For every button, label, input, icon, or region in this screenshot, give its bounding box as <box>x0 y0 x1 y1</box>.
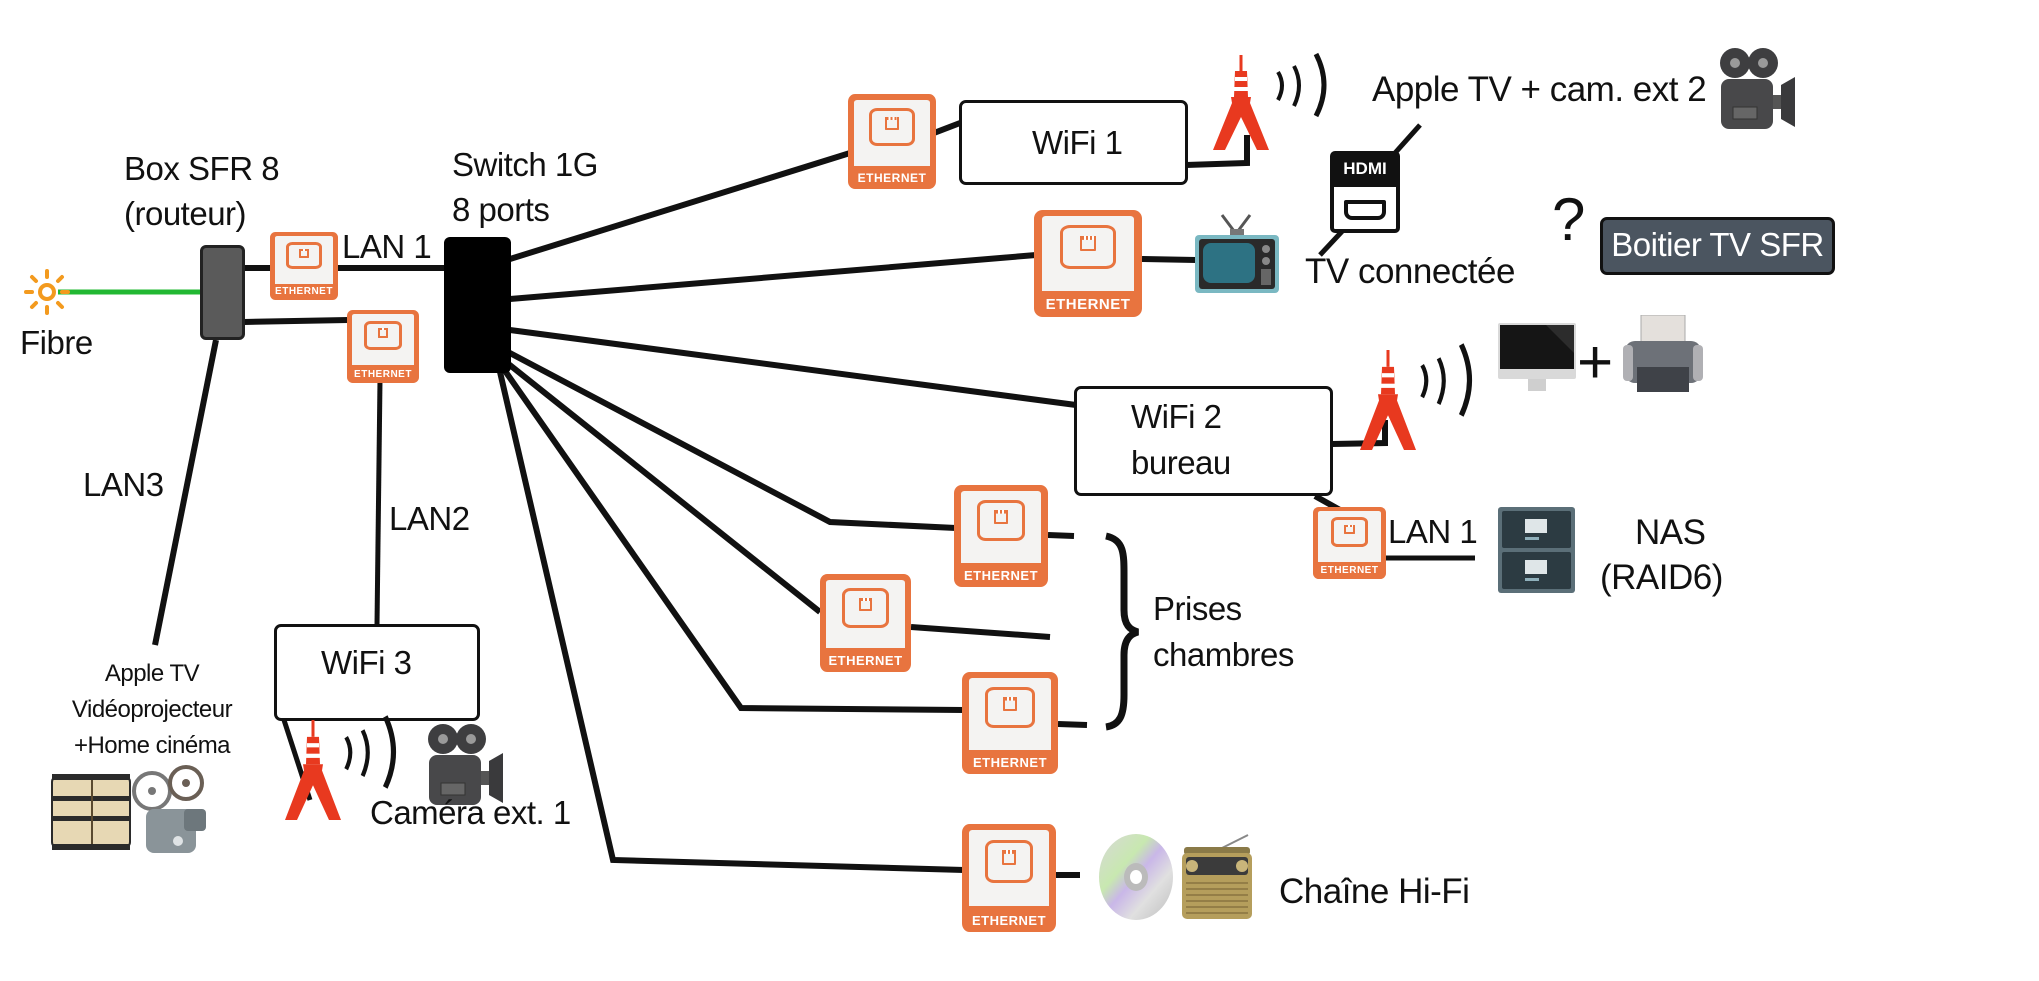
ethernet-socket-nas[interactable]: ETHERNET <box>1313 507 1386 579</box>
ethernet-label: ETHERNET <box>972 754 1048 770</box>
cable-switch-room3 <box>500 366 965 713</box>
radio-tower-icon <box>285 720 341 820</box>
film-projector-icon <box>130 765 212 855</box>
switch-label-line2: 8 ports <box>452 191 550 228</box>
router-device[interactable] <box>200 245 245 340</box>
wifi2-label-line2: bureau <box>1131 444 1231 481</box>
plus-sign: + <box>1577 328 1613 397</box>
ethernet-socket-lan1[interactable]: ETHERNET <box>270 232 338 300</box>
camera1-label: Caméra ext. 1 <box>370 794 571 831</box>
home-cinema-line3: +Home cinéma <box>73 732 231 759</box>
wifi1-access-point[interactable]: WiFi 1 <box>959 100 1188 185</box>
wifi1-label: WiFi 1 <box>1032 124 1123 161</box>
cable-eth-wifi1 <box>932 120 962 136</box>
radio-icon <box>1180 833 1254 921</box>
lan2-link-label: LAN2 <box>389 500 470 537</box>
router-label-line1: Box SFR 8 <box>124 150 280 187</box>
ethernet-label: ETHERNET <box>354 369 412 381</box>
cable-hdmi-appletv <box>1393 123 1422 155</box>
rooms-label-line1: Prises <box>1153 590 1242 627</box>
movie-camera-icon <box>1715 45 1797 133</box>
ethernet-label: ETHERNET <box>275 286 333 298</box>
ethernet-label: ETHERNET <box>1045 295 1131 313</box>
ethernet-label: ETHERNET <box>963 567 1039 583</box>
cable-switch-room1 <box>506 349 957 531</box>
radio-tower-icon <box>1360 350 1416 450</box>
wifi-signal-icon <box>1272 50 1342 120</box>
cd-disc-icon <box>1098 833 1174 921</box>
radio-tower-icon <box>1213 55 1269 150</box>
nas-label-line1: NAS <box>1635 513 1706 552</box>
ethernet-socket-hifi[interactable]: ETHERNET <box>962 824 1056 932</box>
nas-cabinet-icon[interactable] <box>1498 507 1575 593</box>
rooms-brace <box>1104 532 1140 731</box>
switch-label-line1: Switch 1G <box>452 146 598 183</box>
movie-camera-icon <box>423 720 505 810</box>
desktop-computer-icon <box>1498 323 1576 393</box>
film-reel-icon <box>50 770 132 852</box>
sun-icon <box>24 269 70 315</box>
wifi3-label: WiFi 3 <box>321 644 412 681</box>
home-cinema-line1: Apple TV <box>104 660 200 687</box>
lan1-link-label: LAN 1 <box>342 228 432 265</box>
wifi-signal-icon <box>340 712 412 792</box>
ethernet-socket-room2[interactable]: ETHERNET <box>820 574 911 672</box>
ethernet-label: ETHERNET <box>971 912 1047 928</box>
cable-lan3 <box>152 339 219 646</box>
hdmi-port-icon: HDMI <box>1330 151 1400 233</box>
cable-wifi2-tower <box>1331 420 1388 447</box>
cable-room2-out <box>910 624 1051 640</box>
ethernet-label: ETHERNET <box>828 653 903 669</box>
fibre-label: Fibre <box>20 324 93 361</box>
router-label-line2: (routeur) <box>124 195 247 232</box>
question-mark: ? <box>1552 186 1585 253</box>
ethernet-socket-tv[interactable]: ETHERNET <box>1034 210 1142 317</box>
hifi-label: Chaîne Hi-Fi <box>1279 872 1470 911</box>
wifi3-access-point[interactable]: WiFi 3 <box>274 624 480 721</box>
ethernet-socket-wifi1[interactable]: ETHERNET <box>848 94 936 189</box>
tv-label: TV connectée <box>1305 252 1515 291</box>
wifi2-label-line1: WiFi 2 <box>1131 398 1222 435</box>
wifi-signal-icon <box>1416 340 1488 420</box>
hdmi-label: HDMI <box>1334 155 1396 187</box>
printer-icon <box>1623 314 1703 392</box>
apple-tv-cam2-label: Apple TV + cam. ext 2 <box>1372 70 1707 109</box>
tv-box-label: Boitier TV SFR <box>1611 226 1824 263</box>
cable-room1-out <box>1047 532 1075 539</box>
ethernet-label: ETHERNET <box>1320 565 1379 577</box>
cable-wifi1-tower <box>1185 135 1250 168</box>
cable-switch-hifi <box>497 371 965 873</box>
ethernet-label: ETHERNET <box>857 171 927 186</box>
ethernet-socket-room1[interactable]: ETHERNET <box>954 485 1048 587</box>
switch-device[interactable] <box>444 237 511 373</box>
cable-eth-tv <box>1141 256 1197 263</box>
wifi2-access-point[interactable]: WiFi 2 bureau <box>1074 386 1333 496</box>
tv-box-badge[interactable]: Boitier TV SFR <box>1600 217 1835 275</box>
television-icon[interactable] <box>1194 213 1280 293</box>
cable-switch-wifi1 <box>509 150 851 262</box>
cable-switch-room2 <box>504 359 822 615</box>
nas-label-line2: (RAID6) <box>1600 558 1723 597</box>
ethernet-socket-room3[interactable]: ETHERNET <box>962 672 1058 774</box>
cable-router-lan2 <box>243 317 349 325</box>
ethernet-socket-lan2[interactable]: ETHERNET <box>347 310 419 383</box>
cable-switch-tv <box>509 252 1037 302</box>
lan3-link-label: LAN3 <box>83 466 164 503</box>
cable-lan2-wifi3 <box>374 379 383 626</box>
cable-room3-out <box>1057 721 1088 728</box>
lan1-nas-link-label: LAN 1 <box>1388 513 1478 550</box>
home-cinema-line2: Vidéoprojecteur <box>71 696 233 723</box>
rooms-label-line2: chambres <box>1153 636 1294 673</box>
cable-switch-wifi2 <box>509 327 1077 408</box>
